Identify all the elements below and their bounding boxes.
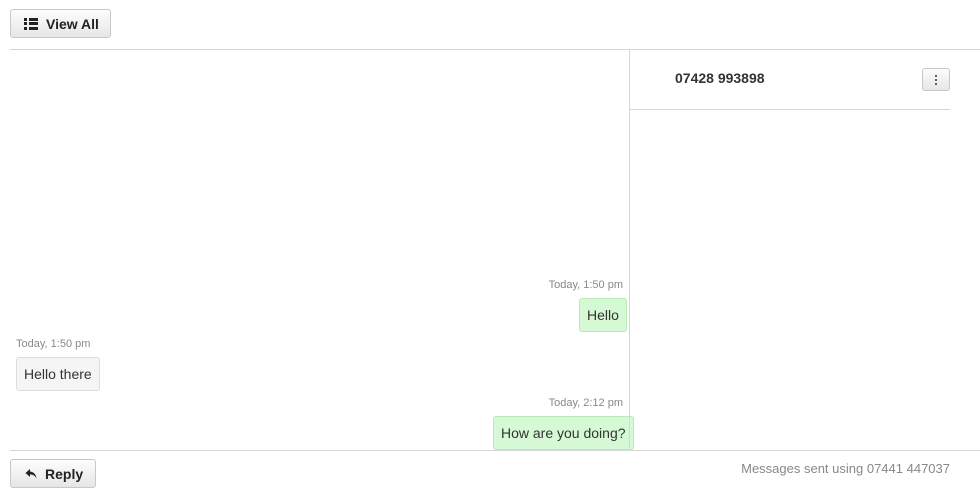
panel-divider xyxy=(629,50,630,450)
top-divider xyxy=(10,49,980,50)
sender-info: Messages sent using 07441 447037 xyxy=(741,461,950,476)
contact-number: 07428 993898 xyxy=(675,70,765,86)
outgoing-message: Hello xyxy=(579,298,627,332)
bottom-divider xyxy=(10,450,980,451)
list-icon xyxy=(24,17,38,30)
kebab-menu-icon[interactable] xyxy=(922,68,950,91)
reply-arrow-icon xyxy=(25,468,37,478)
message-timestamp: Today, 1:50 pm xyxy=(548,279,623,291)
incoming-message: Hello there xyxy=(16,357,100,391)
message-timestamp: Today, 1:50 pm xyxy=(16,338,91,350)
view-all-button[interactable]: View All xyxy=(10,9,111,38)
contact-divider xyxy=(630,109,950,110)
message-timestamp: Today, 2:12 pm xyxy=(548,397,623,409)
reply-label: Reply xyxy=(45,465,84,482)
reply-button[interactable]: Reply xyxy=(10,459,96,488)
view-all-label: View All xyxy=(46,15,99,32)
outgoing-message: How are you doing? xyxy=(493,416,634,450)
